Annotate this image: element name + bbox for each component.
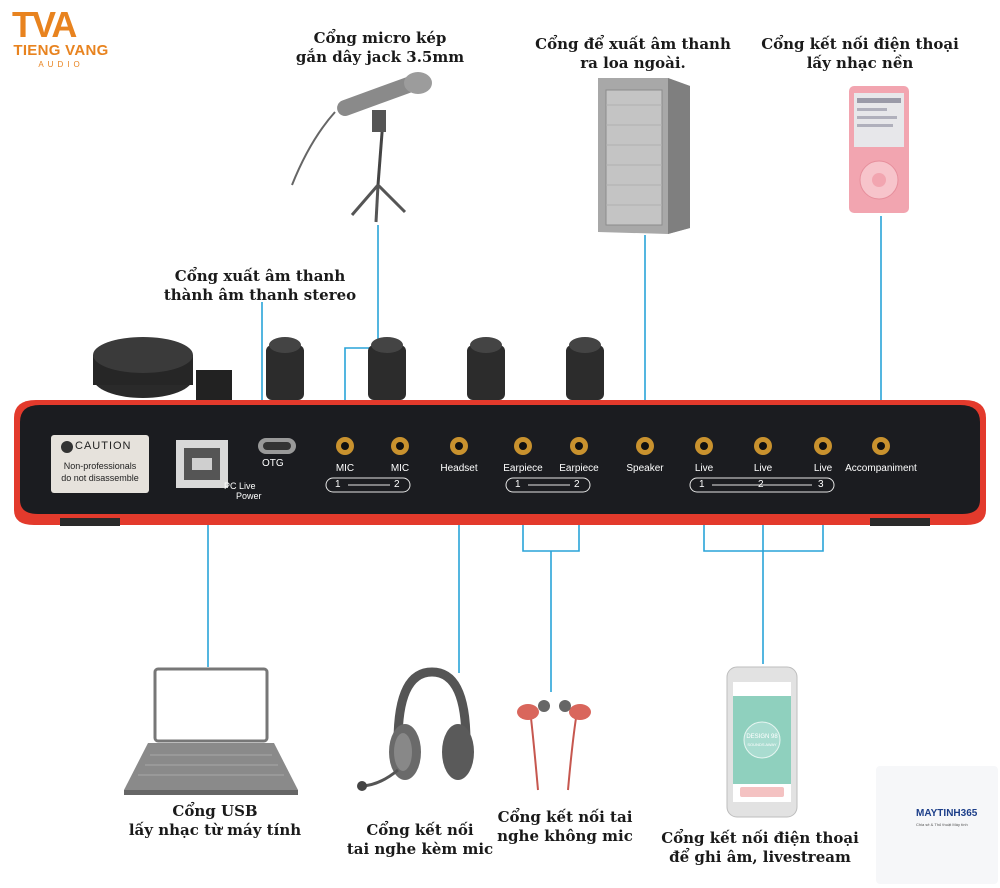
caption-speaker: Cổng để xuất âm thanh ra loa ngoài. bbox=[523, 35, 743, 73]
speaker-icon bbox=[598, 78, 690, 234]
caution-body-line-2: do not disassemble bbox=[61, 473, 139, 483]
watermark-tagline: Chia sẻ & Thủ thuật Máy tính bbox=[916, 822, 968, 827]
logo-brand: TIENG VANG bbox=[13, 42, 109, 59]
otg-label: OTG bbox=[262, 458, 284, 469]
port-label-earpiece-1: Earpiece bbox=[503, 463, 543, 474]
sound-card-device bbox=[14, 337, 986, 526]
caption-phone-top-line-2: lấy nhạc nền bbox=[806, 54, 914, 72]
group-mic-2: 2 bbox=[394, 479, 400, 490]
port-label-accompaniment: Accompaniment bbox=[845, 463, 917, 474]
watermark-brand: MAYTINH365 bbox=[916, 808, 978, 819]
caption-usb-line-2: lấy nhạc từ máy tính bbox=[128, 821, 302, 839]
port-labels: MIC MIC Headset Earpiece Earpiece Speake… bbox=[0, 463, 1000, 477]
caption-speaker-line-1: Cổng để xuất âm thanh bbox=[535, 35, 731, 53]
caption-earphone-line-1: Cổng kết nối tai bbox=[497, 808, 633, 826]
caption-phone-top: Cổng kết nối điện thoại lấy nhạc nền bbox=[750, 35, 970, 73]
caption-stereo-line-1: Cổng xuất âm thanh bbox=[174, 267, 346, 285]
caption-mic-line-2: gắn dây jack 3.5mm bbox=[295, 48, 465, 66]
phone-screen-text: DESIGN 98 SOUNDS AWAY bbox=[733, 733, 791, 749]
smartphone-icon bbox=[726, 666, 798, 818]
caption-headset-line-1: Cổng kết nối bbox=[366, 821, 474, 839]
caution-sticker: CAUTION Non-professionals do not disasse… bbox=[51, 435, 149, 493]
caption-usb-line-1: Cổng USB bbox=[172, 802, 258, 820]
caption-phone-top-line-1: Cổng kết nối điện thoại bbox=[761, 35, 959, 53]
port-label-headset: Headset bbox=[440, 463, 478, 474]
group-earpiece-1: 1 bbox=[515, 479, 521, 490]
port-label-speaker: Speaker bbox=[626, 463, 664, 474]
group-mic-1: 1 bbox=[335, 479, 341, 490]
laptop-icon bbox=[124, 667, 298, 795]
group-live-1: 1 bbox=[699, 479, 705, 490]
microphone-icon bbox=[291, 72, 432, 223]
caption-earphone: Cổng kết nối tai nghe không mic bbox=[485, 808, 645, 846]
caption-phone-bottom: Cổng kết nối điện thoại để ghi âm, lives… bbox=[650, 829, 870, 867]
port-label-earpiece-2: Earpiece bbox=[559, 463, 599, 474]
phone-screen-title: DESIGN 98 bbox=[746, 734, 778, 740]
group-numbers: 1 2 1 2 1 2 3 bbox=[0, 479, 1000, 491]
caption-mic-line-1: Cổng micro kép bbox=[313, 29, 447, 47]
group-live-2: 2 bbox=[758, 479, 764, 490]
caution-body-line-1: Non-professionals bbox=[63, 461, 137, 471]
caption-usb: Cổng USB lấy nhạc từ máy tính bbox=[110, 802, 320, 840]
caption-mic: Cổng micro kép gắn dây jack 3.5mm bbox=[280, 29, 480, 67]
group-live-3: 3 bbox=[818, 479, 824, 490]
maytinh365-watermark: MAYTINH365 Chia sẻ & Thủ thuật Máy tính bbox=[876, 766, 998, 884]
headset-icon bbox=[357, 667, 474, 791]
caption-phone-bottom-line-2: để ghi âm, livestream bbox=[669, 848, 851, 866]
port-label-live-1: Live bbox=[694, 463, 714, 474]
caption-headset-line-2: tai nghe kèm mic bbox=[346, 840, 494, 858]
caption-headset: Cổng kết nối tai nghe kèm mic bbox=[330, 821, 510, 859]
caption-earphone-line-2: nghe không mic bbox=[497, 827, 633, 845]
port-label-mic-1: MIC bbox=[335, 463, 355, 474]
caption-phone-bottom-line-1: Cổng kết nối điện thoại bbox=[661, 829, 859, 847]
port-label-mic-2: MIC bbox=[390, 463, 410, 474]
usb-label-line-1: PC Live bbox=[224, 481, 256, 491]
logo-sub: AUDIO bbox=[38, 60, 84, 69]
mp3-player-icon bbox=[849, 86, 909, 213]
caption-stereo: Cổng xuất âm thanh thành âm thanh stereo bbox=[150, 267, 370, 305]
logo-mark: TVA bbox=[12, 4, 77, 45]
caution-title: CAUTION bbox=[75, 440, 132, 452]
caption-speaker-line-2: ra loa ngoài. bbox=[580, 54, 686, 72]
caption-stereo-line-2: thành âm thanh stereo bbox=[163, 286, 357, 304]
tva-logo: TVA TIENG VANG AUDIO bbox=[6, 4, 116, 74]
earphone-icon bbox=[517, 700, 591, 791]
usb-port-label: PC Live Power bbox=[224, 481, 262, 501]
port-label-live-3: Live bbox=[813, 463, 833, 474]
group-earpiece-2: 2 bbox=[574, 479, 580, 490]
phone-screen-sub: SOUNDS AWAY bbox=[747, 742, 777, 747]
port-label-live-2: Live bbox=[753, 463, 773, 474]
usb-label-line-2: Power bbox=[236, 491, 262, 501]
